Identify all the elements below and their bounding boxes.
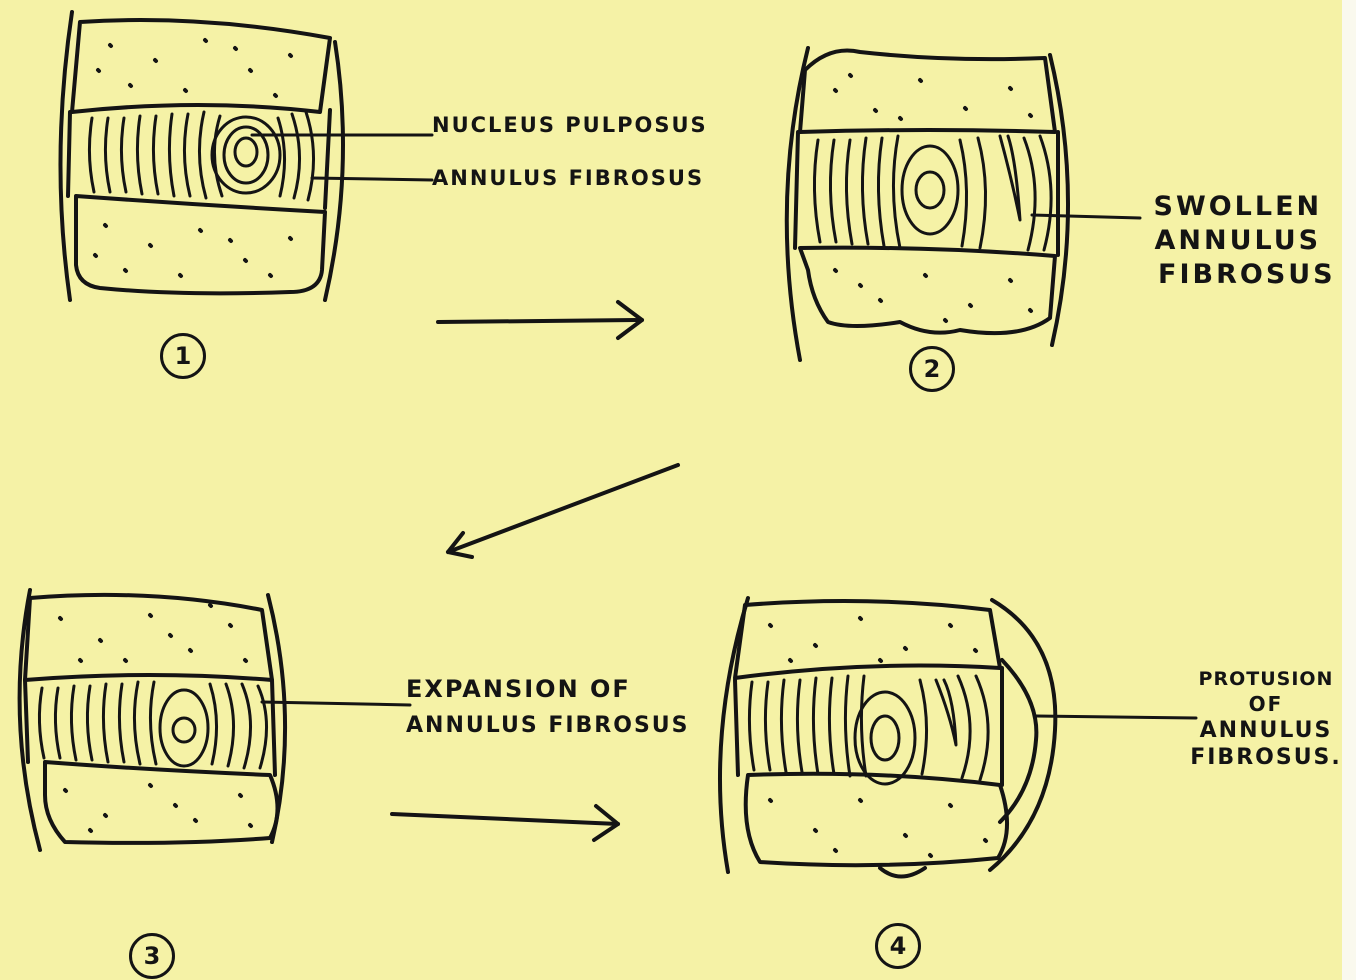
vertebra-upper-2 [800,50,1055,132]
label-annulus-fibrosus: ANNULUS FIBROSUS [432,165,704,191]
vertebra-lower-2 [800,248,1055,333]
disc-stage-3 [20,590,410,850]
herniation-bulge-4a [990,600,1055,870]
disc-stage-4 [720,598,1196,877]
nucleus-pulposus-2 [916,172,944,208]
label-swollen-annulus: SWOLLEN ANNULUS FIBROSUS [1140,190,1336,291]
stage-number-2: 2 [909,346,955,392]
annulus-rings-4 [749,676,988,780]
nucleus-pulposus-1 [235,138,257,166]
label-protusion-line-3: ANNULUS [1190,717,1342,745]
label-swollen-line-2: ANNULUS [1140,224,1336,258]
label-expansion-line-1: EXPANSION OF [406,674,690,704]
leader-protusion [1036,716,1196,718]
label-protusion: PROTUSION OF ANNULUS FIBROSUS. [1190,668,1342,772]
disc-stage-2 [787,48,1140,360]
nucleus-pulposus-4 [871,716,899,760]
arrow-3-to-4 [392,806,618,840]
label-swollen-line-3: FIBROSUS [1158,258,1336,292]
label-expansion: EXPANSION OF ANNULUS FIBROSUS [406,674,690,740]
label-protusion-line-4: FIBROSUS. [1190,744,1342,772]
nucleus-ring-2 [902,146,958,234]
spine-line-left-4 [720,598,748,872]
vertebra-lower-1 [76,196,325,293]
vertebra-upper-1 [72,20,330,112]
nucleus-ring-3 [160,690,208,766]
nucleus-pulposus-3 [173,718,195,742]
stage-number-4: 4 [875,923,921,969]
vertebra-lower-3 [45,762,278,843]
label-protusion-line-2: OF [1190,692,1342,717]
label-nucleus-pulposus: NUCLEUS PULPOSUS [432,112,708,138]
label-swollen-line-1: SWOLLEN [1140,190,1336,224]
vertebra-lower-4 [746,774,1007,865]
vertebra-dots-2 [835,75,1031,321]
arrow-1-to-2 [438,302,642,338]
vertebra-upper-4 [735,601,1000,678]
label-expansion-line-2: ANNULUS FIBROSUS [406,712,690,740]
annulus-rings-3 [39,682,266,768]
paper-edge [1342,0,1356,980]
vertebra-dots-1 [95,40,291,276]
label-protusion-line-1: PROTUSION [1190,668,1342,692]
arrow-2-to-3 [448,465,678,557]
disc-stage-1 [60,12,432,300]
stage-number-3: 3 [129,933,175,979]
leader-swollen [1032,215,1140,218]
stage-number-1: 1 [160,333,206,379]
nucleus-ring-4 [855,692,915,784]
bulge-base-4 [880,868,925,877]
vertebra-upper-3 [25,595,272,680]
leader-annulus [312,178,432,180]
